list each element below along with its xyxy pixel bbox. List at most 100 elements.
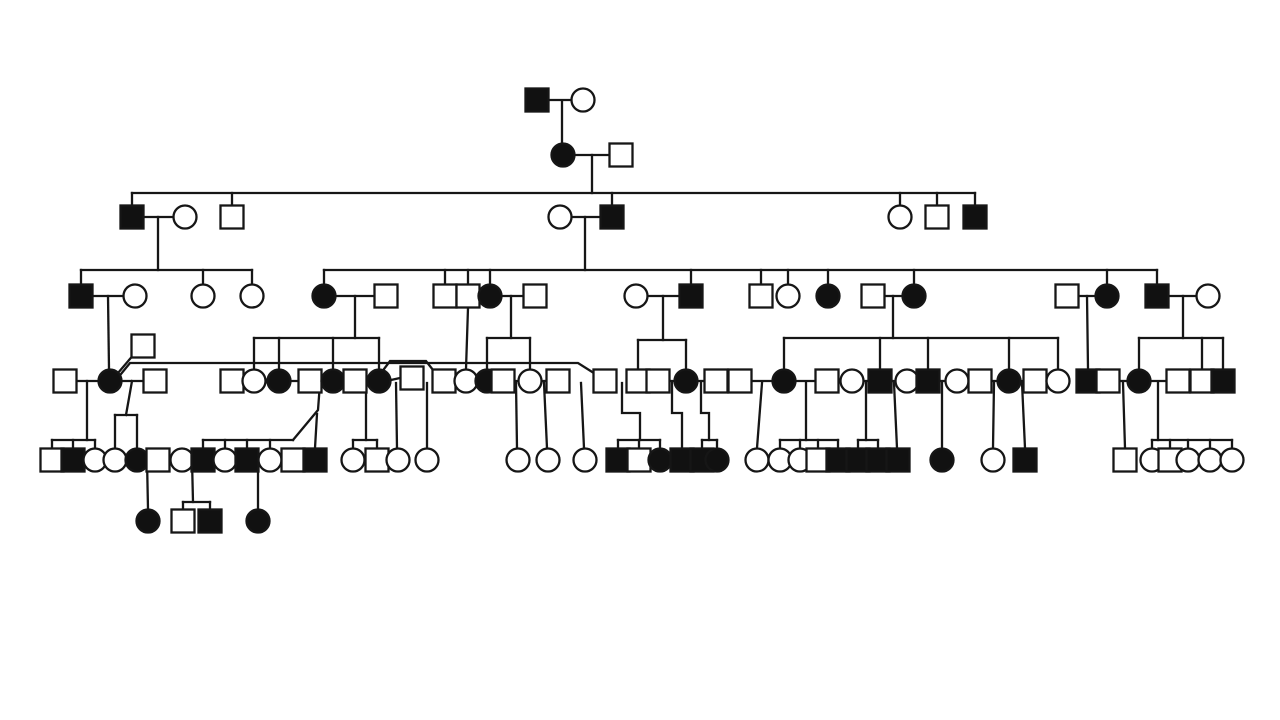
person-node-VI-4-female-affected [245,508,271,534]
person-node-V-27-female-unaffected [744,447,770,473]
person-node-V-8-male-affected [190,447,216,473]
person-node-II-3-male-unaffected [219,204,245,230]
person-node-V-23-female-affected [647,447,673,473]
person-node-III-9-female-affected [477,283,503,309]
person-node-IV-35-female-unaffected [1045,368,1071,394]
person-node-III-2-female-unaffected [122,283,148,309]
person-node-IV-27-female-unaffected [839,368,865,394]
person-nodes [39,87,1245,534]
person-node-V-35-female-affected [929,447,955,473]
relationship-lines [50,98,1234,511]
person-node-IV-41-male-affected [1210,368,1236,394]
person-node-IV-5-male-unaffected [219,368,245,394]
connector-line [1020,381,1027,450]
person-node-V-38-male-unaffected [1112,447,1138,473]
person-node-V-41-female-unaffected [1175,447,1201,473]
person-node-IV-34-male-unaffected [1022,368,1048,394]
connector-line [620,381,642,442]
person-node-I-1-male-affected [524,87,550,113]
person-node-V-13-male-affected [302,447,328,473]
person-node-V-18-female-unaffected [505,447,531,473]
person-node-III-3-female-unaffected [190,283,216,309]
person-node-V-2-male-affected [60,447,86,473]
connector-line [394,381,399,450]
person-node-V-1-male-unaffected [39,447,65,473]
person-node-V-22-male-unaffected [626,447,652,473]
person-node-IV-7-female-affected [266,368,292,394]
person-node-IV-29-female-unaffected [894,368,920,394]
person-node-III-21-female-unaffected [1195,283,1221,309]
person-node-IV-1-male-unaffected [52,368,78,394]
connector-line [464,306,470,371]
person-node-IV-19-male-unaffected [592,368,618,394]
connector-line [755,381,764,450]
person-node-V-20-female-unaffected [572,447,598,473]
person-node-III-6-male-unaffected [373,283,399,309]
person-node-II-2-female-unaffected [172,204,198,230]
person-node-III-7-male-unaffected [432,283,458,309]
person-node-IV-12-male-unaffected [399,365,425,391]
person-node-V-10-male-affected [234,447,260,473]
connector-line [542,381,549,450]
connector-line [892,381,899,450]
person-node-IV-22-female-affected [673,368,699,394]
connector-line [991,381,996,450]
connector-line [699,381,711,442]
person-node-V-34-male-affected [885,447,911,473]
person-node-II-5-male-affected [599,204,625,230]
person-node-V-43-female-unaffected [1219,447,1245,473]
person-node-IV-32-male-unaffected [967,368,993,394]
person-node-III-8-male-unaffected [455,283,481,309]
person-node-III-13-male-unaffected [748,283,774,309]
person-node-IV-9-female-affected [320,368,346,394]
person-node-V-42-female-unaffected [1197,447,1223,473]
person-node-IV-2-female-affected [97,368,123,394]
person-node-IV-6-female-unaffected [241,368,267,394]
connector-line [119,361,599,377]
person-node-V-21-male-affected [605,447,631,473]
person-node-IV-30-male-affected [915,368,941,394]
connector-line [389,376,402,382]
person-node-V-5-female-affected [124,447,150,473]
person-node-IV-40-male-unaffected [1189,368,1215,394]
person-node-V-9-female-unaffected [212,447,238,473]
person-node-III-20-male-affected [1144,283,1170,309]
connector-line [670,381,684,450]
person-node-IV-38-female-affected [1126,368,1152,394]
person-node-II-6-female-unaffected [887,204,913,230]
person-node-V-16-female-unaffected [385,447,411,473]
person-node-IV-25-female-affected [771,368,797,394]
person-node-V-37-male-affected [1012,447,1038,473]
person-node-IV-4-male-unaffected [142,368,168,394]
person-node-V-4-female-unaffected [102,447,128,473]
person-node-IV-39-male-unaffected [1165,368,1191,394]
person-node-V-11-female-unaffected [257,447,283,473]
person-node-III-14-female-unaffected [775,283,801,309]
person-node-III-15-female-affected [815,283,841,309]
person-node-VI-3-male-affected [197,508,223,534]
person-node-IV-23-male-unaffected [703,368,729,394]
person-node-IV-16-male-unaffected [490,368,516,394]
person-node-III-10-male-unaffected [522,283,548,309]
person-node-V-14-female-unaffected [340,447,366,473]
person-node-III-5-female-affected [311,283,337,309]
person-node-IV-21-male-unaffected [645,368,671,394]
person-node-VI-2-male-unaffected [170,508,196,534]
person-node-IV-31-female-unaffected [944,368,970,394]
person-node-I-2-female-unaffected [570,87,596,113]
person-node-III-11-female-unaffected [623,283,649,309]
person-node-III-12-male-affected [678,283,704,309]
person-node-IV-18-male-unaffected [545,368,571,394]
person-node-IV-33-female-affected [996,368,1022,394]
person-node-V-26-female-affected [704,447,730,473]
person-node-IV-28-male-affected [867,368,893,394]
person-node-III-18-male-unaffected [1054,283,1080,309]
person-node-IV-11-female-affected [366,368,392,394]
person-node-V-36-female-unaffected [980,447,1006,473]
person-node-V-17-female-unaffected [414,447,440,473]
person-node-V-6-male-unaffected [145,447,171,473]
connector-line [1085,294,1090,371]
person-node-V-7-female-unaffected [169,447,195,473]
